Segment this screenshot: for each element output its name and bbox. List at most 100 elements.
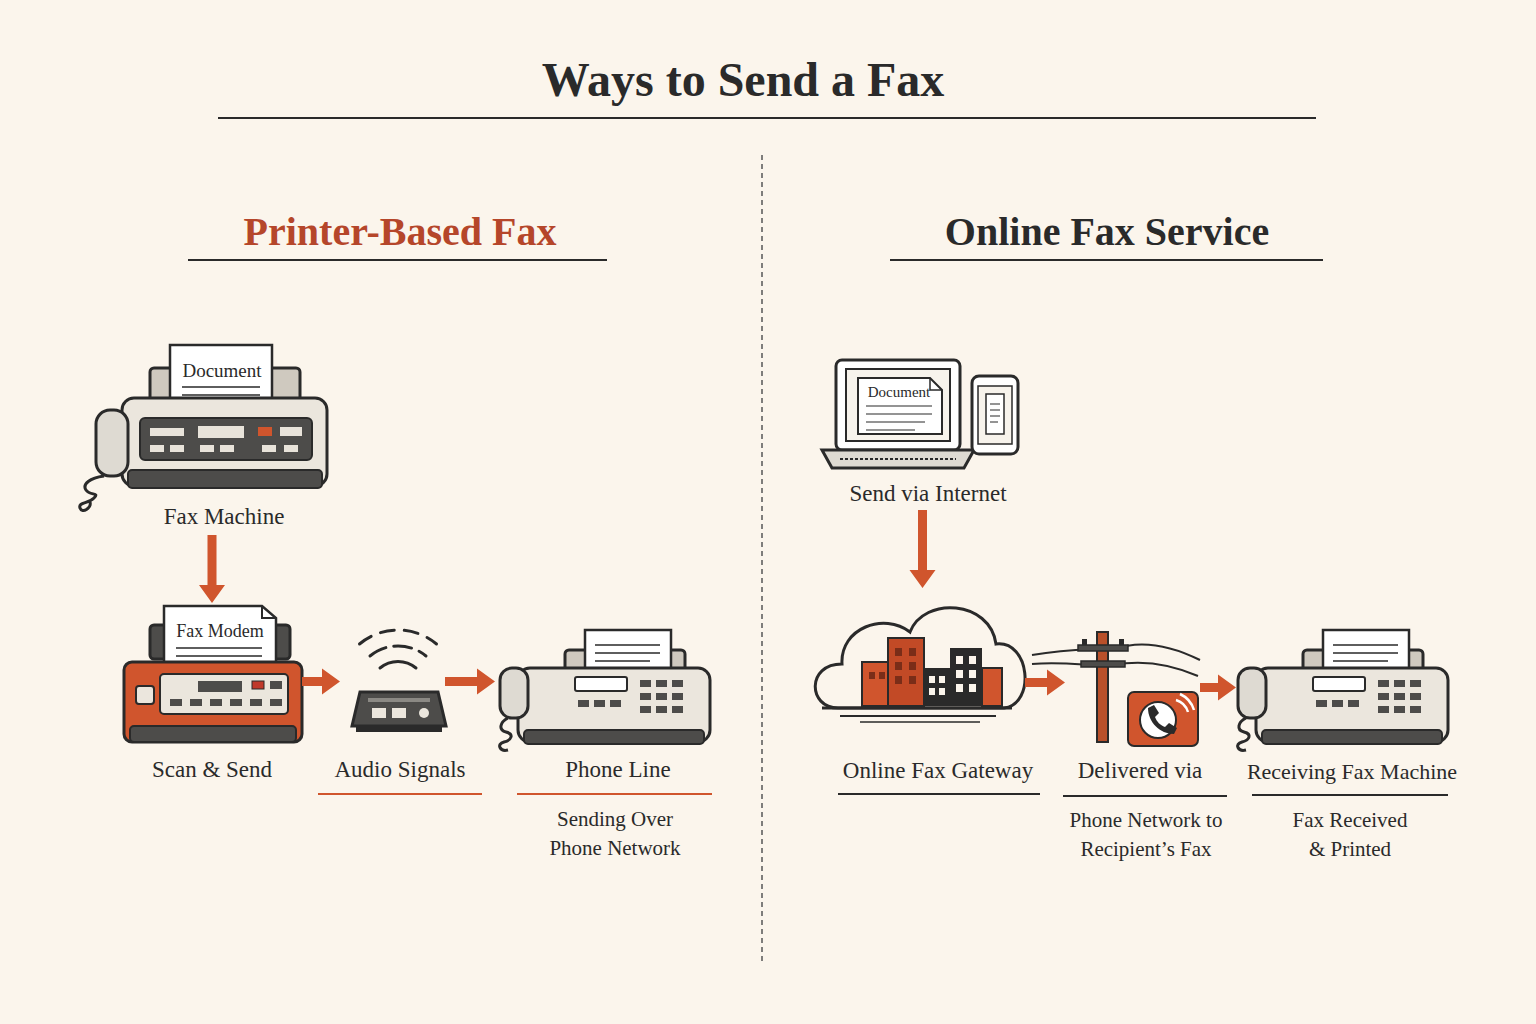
- modem-icon: [352, 692, 446, 726]
- modem-icon: [392, 708, 406, 718]
- fax-machine-icon: [610, 700, 621, 707]
- fax-modem-icon: [198, 681, 242, 692]
- fax-machine-icon: [595, 645, 660, 661]
- diagram-title: Ways to Send a Fax: [193, 51, 1293, 109]
- fax-machine-icon: [200, 445, 214, 452]
- fax-machine-icon: [284, 445, 298, 452]
- paper-text: Fax Modem: [165, 621, 275, 643]
- fax-machine-icon: [585, 630, 671, 672]
- icon-node: DocumentFax Machine: [72, 340, 337, 535]
- modem-icon: [370, 646, 426, 656]
- flow-arrow: [1025, 670, 1065, 696]
- modem-icon: [368, 698, 430, 702]
- cloud-gateway-icon: [879, 672, 885, 679]
- cloud-gateway-icon: [939, 676, 945, 683]
- rule-line: [218, 117, 1316, 119]
- cloud-gateway-icon: [956, 656, 963, 664]
- node-caption: Fax Received & Printed: [1285, 806, 1415, 865]
- laptop-phone-icon: [978, 386, 1012, 444]
- paper-text: Document: [167, 360, 277, 383]
- rule-line: [318, 793, 482, 795]
- cloud-gateway-icon: [815, 608, 1025, 708]
- laptop-phone-icon: [866, 406, 932, 430]
- flow-arrow: [445, 669, 495, 695]
- phone-pole-icon: [1128, 692, 1198, 746]
- fax-machine-icon: [640, 693, 651, 700]
- cloud-gateway-icon: [895, 662, 902, 670]
- cloud-gateway-icon: [929, 676, 935, 683]
- node-label: Delivered via: [1055, 757, 1225, 785]
- icon-node: Delivered viaPhone Network to Recipient’…: [1065, 630, 1200, 745]
- rule-line: [1252, 794, 1448, 796]
- laptop-phone-icon: [822, 450, 974, 468]
- icon-node: DocumentSend via Internet: [820, 355, 1025, 510]
- flow-arrow: [910, 510, 936, 588]
- fax-machine-icon: [80, 345, 327, 510]
- fax-machine-icon: [575, 677, 627, 691]
- phone-pole-icon: [1032, 632, 1200, 746]
- fax-machine-icon: [128, 470, 322, 488]
- cloud-gateway-icon: [950, 648, 982, 706]
- laptop-phone-icon: [990, 404, 1000, 422]
- rule-line: [1063, 795, 1227, 797]
- node-label: Scan & Send: [122, 756, 302, 784]
- cloud-gateway-icon: [956, 670, 963, 678]
- cloud-gateway-icon: [888, 638, 924, 706]
- laptop-phone-icon: [972, 376, 1018, 454]
- rule-line: [188, 259, 607, 261]
- fax-machine-icon: [594, 700, 605, 707]
- cloud-gateway-icon: [840, 715, 996, 717]
- laptop-phone-icon: [846, 369, 950, 441]
- modem-icon: [360, 630, 437, 644]
- icon-node: Fax ModemScan & Send: [122, 603, 302, 748]
- node-caption: Phone Network to Recipient’s Fax: [1062, 806, 1230, 865]
- node-label: Audio Signals: [310, 756, 490, 784]
- fax-machine-icon: [578, 700, 589, 707]
- laptop-phone-icon: [836, 360, 960, 450]
- node-label: Phone Line: [528, 756, 708, 784]
- fax-modem-icon: [160, 674, 288, 714]
- cloud-gateway-icon: [909, 676, 916, 684]
- phone-pole-icon: [1176, 694, 1194, 712]
- node-label: Online Fax Gateway: [823, 757, 1053, 785]
- paper-text: Document: [859, 383, 939, 401]
- icon-node: Receiving Fax MachineFax Received & Prin…: [1236, 628, 1446, 750]
- cloud-gateway-icon: [895, 676, 902, 684]
- fax-modem-icon: [230, 699, 242, 706]
- fax-machine-icon: [672, 693, 683, 700]
- icon-node: Audio Signals: [340, 628, 445, 735]
- cloud-gateway-icon: [869, 672, 875, 679]
- phone-pole-icon: [1082, 639, 1087, 645]
- phone-pole-icon: [1114, 663, 1198, 676]
- laptop-phone-icon: [930, 378, 942, 390]
- rule-line: [517, 793, 712, 795]
- modem-icon: [356, 726, 442, 732]
- cloud-gateway-icon: [909, 648, 916, 656]
- fax-machine-icon: [500, 718, 511, 750]
- fax-machine-icon: [170, 445, 184, 452]
- cloud-gateway-icon: [929, 688, 935, 695]
- fax-machine-icon: [280, 427, 302, 436]
- icon-node: Phone LineSending Over Phone Network: [495, 628, 712, 750]
- fax-modem-icon: [210, 699, 222, 706]
- fax-modem-icon: [250, 699, 262, 706]
- phone-pole-icon: [1148, 705, 1177, 734]
- fax-machine-icon: [262, 445, 276, 452]
- fax-machine-icon: [672, 680, 683, 687]
- node-label: Receiving Fax Machine: [1237, 759, 1467, 785]
- fax-machine-icon: [640, 680, 651, 687]
- fax-machine-icon: [656, 680, 667, 687]
- fax-machine-icon: [140, 418, 312, 460]
- node-label: Send via Internet: [818, 480, 1038, 508]
- cloud-gateway-icon: [956, 684, 963, 692]
- fax-machine-icon: [640, 706, 651, 713]
- rule-line: [890, 259, 1323, 261]
- divider-line: [761, 155, 763, 965]
- cloud-gateway-icon: [815, 608, 1025, 722]
- fax-machine-icon: [150, 445, 164, 452]
- divider-line: [762, 155, 763, 965]
- cloud-gateway-icon: [969, 670, 976, 678]
- fax-modem-icon: [130, 726, 296, 742]
- fax-modem-icon: [270, 699, 282, 706]
- phone-pole-icon: [1119, 639, 1124, 645]
